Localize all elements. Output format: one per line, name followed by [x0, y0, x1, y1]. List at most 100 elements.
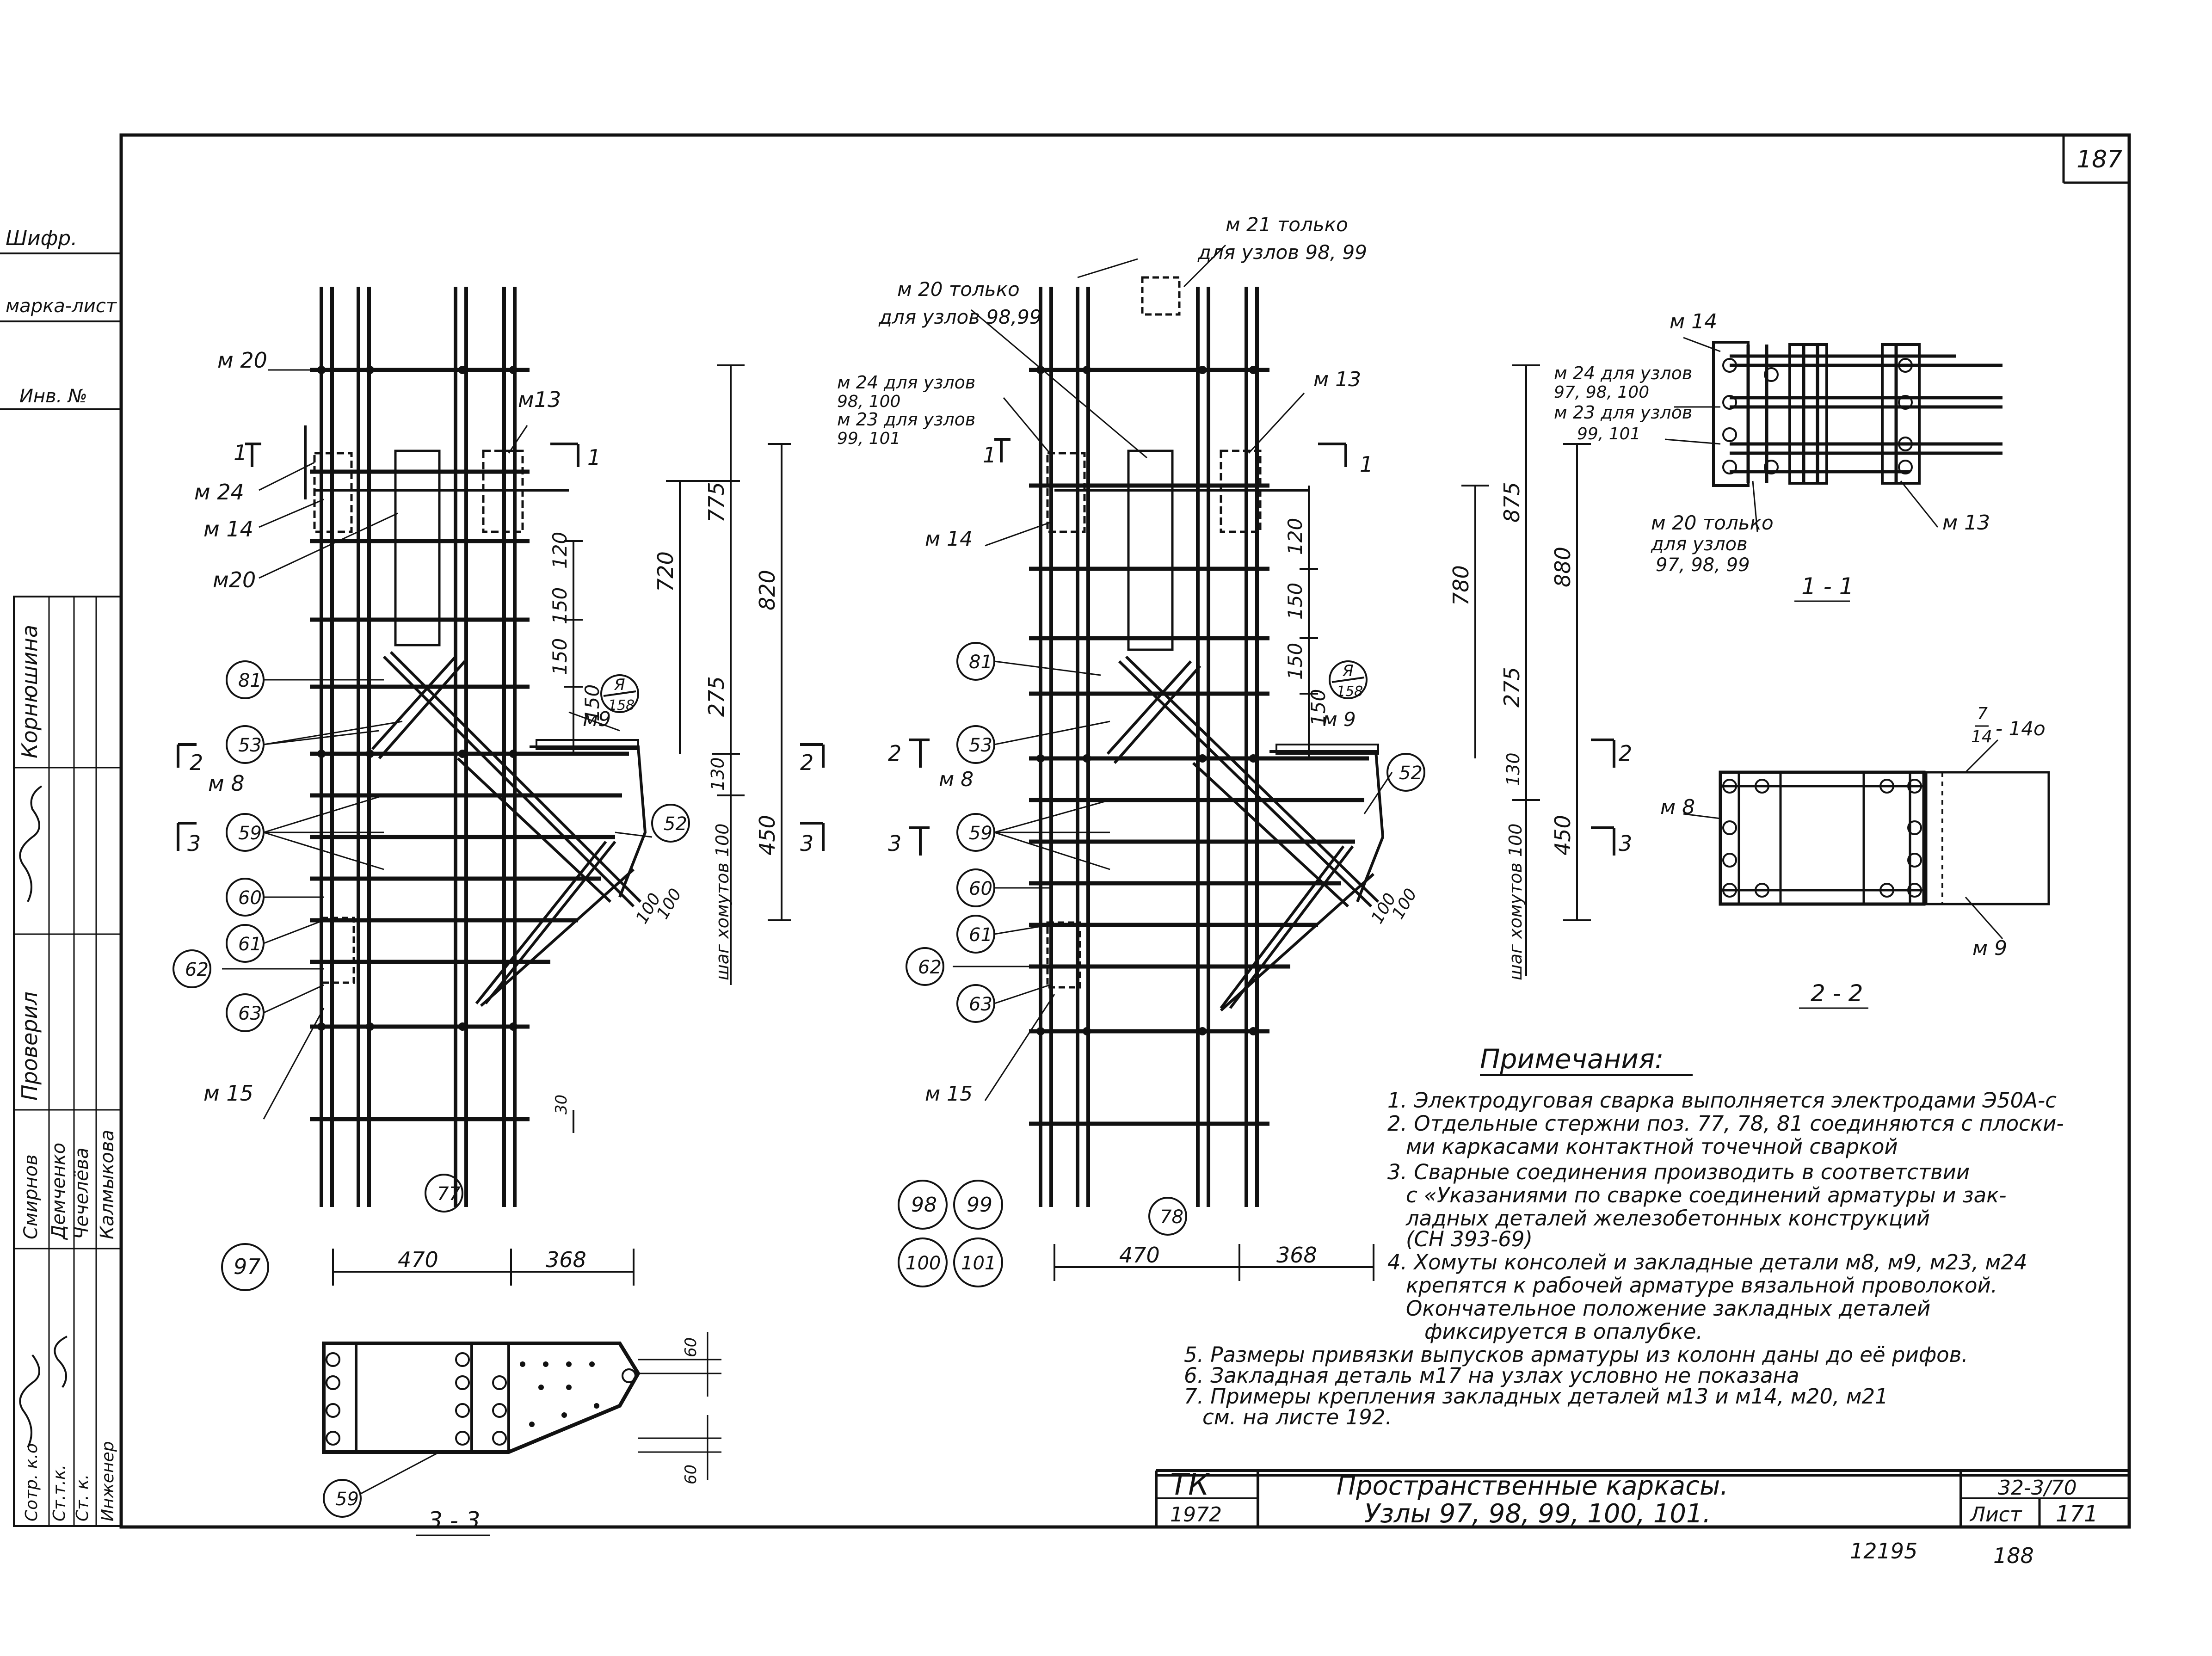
n98-m21-l2: для узлов 98, 99	[1197, 241, 1367, 264]
n97-dim-130: 130	[708, 757, 728, 791]
role-3: Ст. к.	[73, 1474, 92, 1521]
n98-dim-275: 275	[1499, 667, 1524, 708]
n97-sec-3-right: 3	[800, 831, 813, 856]
n97-dim-150a: 150	[548, 587, 571, 624]
n97-dim-720: 720	[653, 551, 678, 592]
n97-dim-775: 775	[704, 482, 729, 523]
name-3: Чечелёва	[71, 1147, 92, 1239]
note-line-4: 3. Сварные соединения производить в соот…	[1387, 1160, 1970, 1184]
n98-c63: 63	[969, 994, 992, 1015]
note-line-2: 2. Отдельные стержни поз. 77, 78, 81 сое…	[1387, 1111, 2064, 1136]
footer-inv-no: 12195	[1850, 1539, 1917, 1564]
n98-dim-150b: 150	[1284, 643, 1306, 680]
n97-ref-bottom: 158	[608, 697, 635, 714]
n98-sec-3-right: 3	[1619, 831, 1632, 856]
n97-rod-no: 77	[437, 1183, 461, 1205]
n98-dim-875: 875	[1499, 482, 1524, 523]
n98-shag: шаг хомутов 100	[1505, 824, 1526, 980]
s11-m20-1: м 20 только	[1651, 511, 1774, 534]
n98-dim-100b: 100	[1388, 885, 1421, 922]
n97-dim-275: 275	[704, 676, 729, 717]
n98-dim-880: 880	[1550, 547, 1575, 587]
s22-m8: м 8	[1660, 795, 1695, 819]
n98-c52: 52	[1399, 763, 1423, 784]
s11-m13: м 13	[1942, 511, 1990, 535]
n98-m9: м 9	[1323, 708, 1356, 731]
n97-c60: 60	[238, 887, 262, 909]
inv-label: Инв. №	[19, 386, 87, 407]
n98-ref-bottom: 158	[1337, 683, 1363, 700]
footer-page: 188	[1993, 1543, 2034, 1568]
s33-dim-60a: 60	[682, 1337, 700, 1357]
n97-sec-1-right: 1	[587, 445, 601, 470]
n98-c61: 61	[969, 924, 992, 946]
n98-dim-120: 120	[1284, 518, 1306, 555]
section-3-3: 60 60 59 3 - 3	[322, 1332, 721, 1536]
note-line-6: ладных деталей железобетонных конструкци…	[1405, 1206, 1930, 1231]
node-97-drawing: м 20 м 24 м 14 м20 м13 м 8 м 15 м9 81 53…	[173, 287, 825, 1291]
section-2-2: 7 14 - 14о м 8 м 9 2 - 2	[1660, 704, 2050, 1009]
n97-dim-820: 820	[755, 570, 780, 610]
name-1: Смирнов	[20, 1154, 42, 1239]
n98-dim-450: 450	[1550, 815, 1575, 856]
check-name: Корнюшина	[17, 625, 42, 758]
check-label: Проверил	[17, 991, 42, 1101]
s22-frac-suffix: - 14о	[1996, 717, 2046, 740]
name-2: Демченко	[48, 1143, 69, 1240]
s11-m24-2: 97, 98, 100	[1554, 383, 1649, 402]
n98-sec-1-right: 1	[1360, 452, 1373, 477]
n97-dim-150c: 150	[581, 684, 604, 721]
n98-m15: м 15	[925, 1082, 973, 1106]
note-line-1: 1. Электродуговая сварка выполняется эле…	[1387, 1088, 2057, 1113]
n97-c63: 63	[238, 1003, 262, 1024]
note-line-15: см. на листе 192.	[1202, 1405, 1392, 1429]
n97-c52: 52	[664, 813, 687, 835]
node-98-101-drawing: м 21 только для узлов 98, 99 м 20 только…	[837, 213, 1632, 1287]
node-no-98: 98	[911, 1193, 937, 1217]
n97-m20-mid: м20	[213, 567, 256, 592]
n97-bottom-dim-368: 368	[546, 1247, 586, 1272]
n98-m13: м 13	[1313, 368, 1361, 391]
n97-shag: шаг хомутов 100	[712, 824, 733, 980]
page-number: 187	[2076, 146, 2122, 173]
n97-c62: 62	[185, 959, 209, 980]
s22-frac-top: 7	[1977, 704, 1988, 723]
n97-c81: 81	[238, 670, 262, 691]
title-year: 1972	[1170, 1503, 1222, 1527]
n98-m24-l2: 98, 100	[837, 392, 900, 411]
n98-sec-1-left: 1	[983, 443, 996, 468]
n97-sec-2-right: 2	[800, 750, 813, 775]
n98-sec-3-left: 3	[888, 831, 901, 856]
note-line-3: ми каркасами контактной точечной сваркой	[1406, 1134, 1898, 1159]
s11-m23-1: м 23 для узлов	[1554, 402, 1692, 423]
n97-m20-top: м 20	[217, 348, 267, 373]
n98-bottom-dim-470: 470	[1119, 1243, 1160, 1268]
s11-m20-3: 97, 98, 99	[1656, 554, 1750, 576]
n97-dim-450: 450	[755, 815, 780, 856]
note-line-10: Окончательное положение закладных детале…	[1406, 1296, 1930, 1321]
n97-m15: м 15	[203, 1081, 253, 1106]
n98-m21-l1: м 21 только	[1226, 213, 1348, 236]
n97-m8: м 8	[208, 771, 245, 796]
n98-c59: 59	[969, 823, 992, 844]
notes-block: Примечания: 1. Электродуговая сварка вып…	[1184, 1043, 2064, 1429]
n98-m24-l1: м 24 для узлов	[837, 372, 975, 393]
s11-m23-2: 99, 101	[1577, 425, 1640, 443]
s33-title: 3 - 3	[428, 1507, 480, 1534]
title-line-2: Узлы 97, 98, 99, 100, 101.	[1364, 1499, 1711, 1529]
n98-dim-780: 780	[1448, 565, 1473, 606]
s22-frac-bot: 14	[1971, 727, 1992, 746]
n97-dim-120: 120	[548, 532, 571, 569]
title-line-1: Пространственные каркасы.	[1337, 1471, 1728, 1501]
note-line-12: 5. Размеры привязки выпусков арматуры из…	[1184, 1342, 1968, 1367]
n98-rod-no: 78	[1160, 1207, 1183, 1228]
n97-c53: 53	[238, 735, 262, 756]
n97-c59: 59	[238, 823, 262, 844]
s33-dim-60b: 60	[682, 1465, 700, 1484]
note-line-13: 6. Закладная деталь м17 на узлах условно…	[1184, 1363, 1799, 1388]
s22-title: 2 - 2	[1811, 980, 1863, 1007]
n98-c62: 62	[918, 957, 942, 978]
s33-callout: 59	[335, 1489, 359, 1510]
